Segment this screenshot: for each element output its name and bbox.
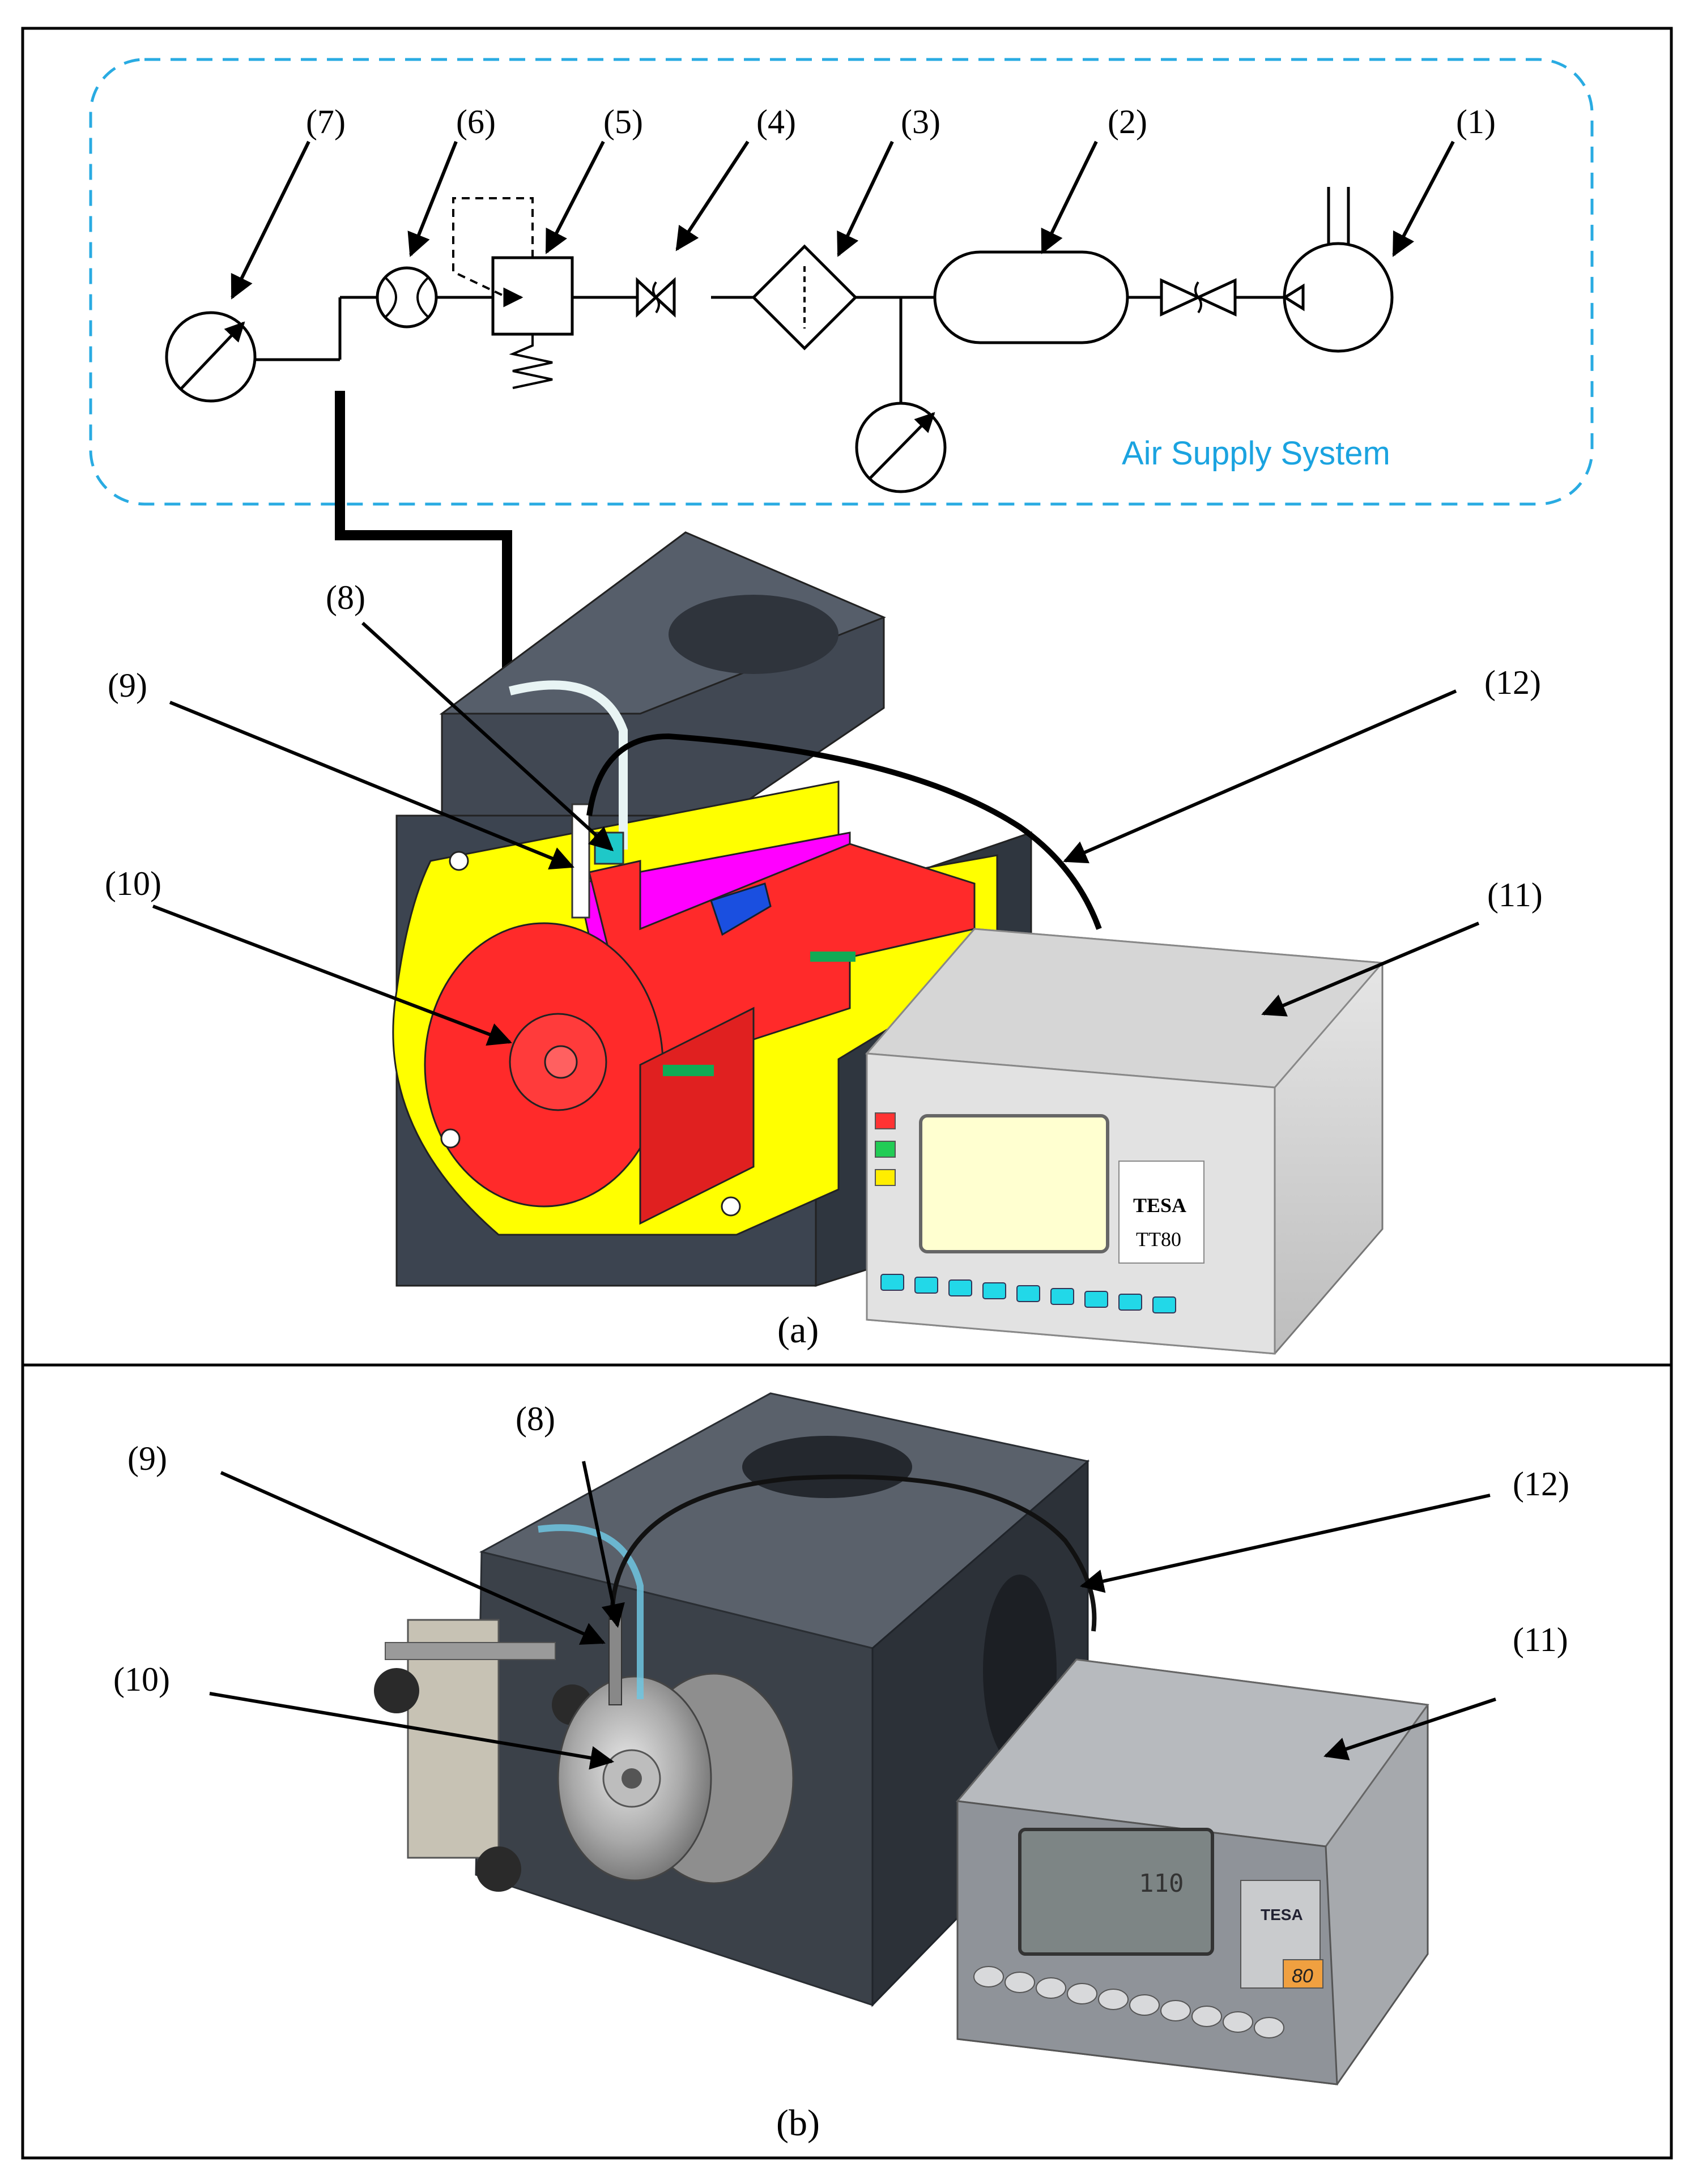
pressure-regulator-icon	[452, 197, 574, 389]
outer-frame	[21, 27, 1673, 2160]
label-b-8: (8)	[516, 1400, 555, 1437]
valve-icon	[636, 277, 676, 318]
label-4: (4)	[756, 103, 796, 140]
filter-icon	[751, 244, 858, 351]
air-tank-icon	[933, 250, 1129, 344]
panel-a-callouts	[152, 621, 1480, 1046]
label-a-9: (9)	[108, 667, 147, 704]
spindle-photo	[557, 1673, 794, 1884]
keypad-photo	[973, 1966, 1284, 2038]
label-3: (3)	[901, 103, 940, 140]
label-2: (2)	[1108, 103, 1147, 140]
label-1: (1)	[1456, 103, 1496, 140]
label-5: (5)	[603, 103, 643, 140]
device-brand-a: TESA	[1133, 1194, 1186, 1217]
label-b-11: (11)	[1513, 1621, 1568, 1658]
compressor-icon	[1282, 187, 1394, 353]
blue-hose-photo	[538, 1524, 644, 1699]
device-keys-a	[880, 1274, 1176, 1313]
air-supply-box	[89, 58, 1594, 506]
display-reading: 110	[1139, 1869, 1184, 1898]
sensor-cable-photo	[610, 1474, 1097, 1632]
caption-b: (b)	[776, 2102, 820, 2144]
device-model-badge: 80	[1292, 1965, 1313, 1987]
cad-fixture	[392, 531, 1032, 1287]
valve-2-icon	[1160, 278, 1237, 317]
sensor-cable	[586, 733, 1102, 930]
label-b-12: (12)	[1513, 1465, 1569, 1503]
air-hose	[335, 391, 512, 685]
label-b-9: (9)	[127, 1440, 167, 1477]
tesa-device-photo: 110 TESA 80	[956, 1658, 1429, 2085]
panel-b: 110 TESA 80	[113, 1392, 1569, 2144]
device-model-a: TT80	[1136, 1228, 1181, 1251]
flow-meter-icon	[376, 266, 438, 329]
tesa-tt80-device: TESA TT80	[865, 928, 1385, 1355]
label-a-10: (10)	[105, 865, 161, 902]
label-a-12: (12)	[1484, 664, 1541, 701]
pressure-gauge-icon	[165, 311, 257, 403]
secondary-gauge-icon	[855, 402, 947, 493]
label-a-8: (8)	[326, 579, 365, 616]
label-a-11: (11)	[1487, 876, 1543, 914]
top-arrows	[231, 140, 1455, 300]
device-brand-b: TESA	[1261, 1906, 1303, 1923]
panel-b-callouts	[209, 1461, 1496, 1770]
air-line	[255, 296, 1283, 405]
air-supply-title: Air Supply System	[1122, 435, 1390, 472]
caption-a: (a)	[777, 1309, 819, 1351]
label-b-10: (10)	[113, 1661, 170, 1698]
label-7: (7)	[306, 103, 346, 140]
probe-photo	[608, 1608, 622, 1705]
panel-a: Air Supply System	[89, 58, 1594, 1355]
label-6: (6)	[456, 103, 496, 140]
